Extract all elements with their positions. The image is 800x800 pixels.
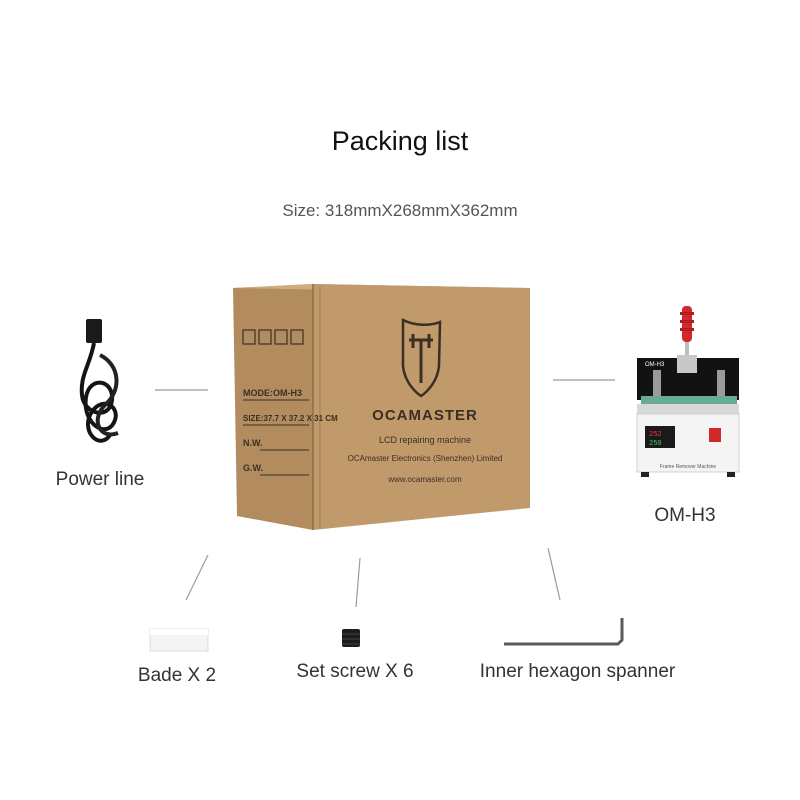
power-switch-icon	[709, 428, 721, 442]
machine-display-top: 252	[649, 431, 662, 439]
red-handle-icon	[680, 306, 694, 366]
machine-panel-label: Frame Remover Machine	[660, 464, 717, 470]
bade-label: Bade X 2	[137, 665, 217, 686]
hex-spanner-image	[504, 618, 624, 646]
box-website-text: www.ocamaster.com	[387, 475, 462, 484]
spanner-label: Inner hexagon spanner	[479, 661, 676, 682]
box-company-text: OCAmaster Electronics (Shenzhen) Limited	[348, 454, 503, 463]
connector-set-screw	[355, 557, 361, 608]
box-size-text: SIZE:37.7 X 37.2 X 31 CM	[243, 414, 338, 423]
connector-spanner	[547, 547, 561, 601]
page-title: Packing list	[331, 126, 469, 156]
box-nw-text: N.W.	[243, 438, 263, 448]
bade-image	[149, 628, 209, 652]
machine-display-bottom: 250	[649, 440, 662, 448]
box-product-text: LCD repairing machine	[379, 435, 471, 445]
power-line-label: Power line	[55, 469, 145, 490]
power-cord-image	[79, 319, 119, 443]
set-screw-label: Set screw X 6	[296, 661, 414, 682]
shield-logo-icon	[401, 317, 442, 398]
box-model-text: MODE:OM-H3	[243, 388, 302, 398]
box-gw-text: G.W.	[243, 463, 263, 473]
cardboard-box-image: MODE:OM-H3 SIZE:37.7 X 37.2 X 31 CM N.W.…	[233, 284, 530, 530]
box-brand-text: OCAMASTER	[372, 407, 478, 424]
machine-label: OM-H3	[654, 505, 716, 526]
size-caption: Size: 318mmX268mmX362mm	[282, 201, 518, 220]
set-screw-image	[342, 629, 360, 647]
machine-badge-text: OM-H3	[645, 362, 665, 368]
connector-bade	[185, 554, 209, 601]
machine-image: OM-H3 252 250 Frame Remover Machine	[636, 306, 740, 477]
